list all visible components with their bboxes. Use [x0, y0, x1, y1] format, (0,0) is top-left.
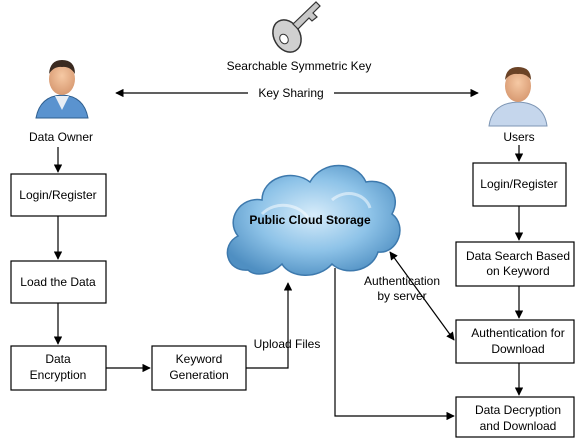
users-icon — [488, 67, 548, 127]
user-login-box — [472, 162, 567, 207]
auth-download-box — [455, 319, 575, 364]
decrypt-download-box — [455, 396, 575, 438]
data-encryption-box — [10, 345, 107, 391]
data-owner-label: Data Owner — [29, 130, 93, 144]
decrypt-download-label-1: Data Decryption — [475, 403, 561, 417]
data-encryption-label-1: Data — [45, 352, 71, 366]
data-search-box — [455, 241, 575, 287]
auth-by-server-label-1: Authentication — [364, 274, 440, 288]
data-search-label-2: on Keyword — [486, 264, 549, 278]
decrypt-download-label-2: and Download — [480, 419, 557, 433]
keyword-generation-box — [151, 345, 247, 391]
upload-files-arrow — [246, 282, 293, 369]
data-owner-icon — [35, 60, 89, 119]
cloud-icon — [226, 164, 401, 276]
auth-by-server-label-2: by server — [377, 289, 426, 303]
keyword-generation-label-2: Generation — [169, 368, 228, 382]
load-data-label: Load the Data — [20, 275, 96, 289]
key-icon — [272, 1, 321, 53]
auth-download-label-1: Authentication for — [471, 326, 564, 340]
cloud-label: Public Cloud Storage — [249, 213, 371, 227]
owner-login-label: Login/Register — [19, 188, 96, 202]
key-label: Searchable Symmetric Key — [227, 59, 372, 73]
auth-by-server-arrow — [389, 251, 455, 341]
data-search-label-1: Data Search Based — [466, 249, 570, 263]
cloud-to-decrypt-arrow — [334, 268, 455, 421]
users-label: Users — [503, 130, 534, 144]
load-data-box — [10, 260, 107, 304]
upload-files-label: Upload Files — [254, 337, 321, 351]
key-sharing-label: Key Sharing — [258, 86, 323, 100]
keyword-generation-label-1: Keyword — [176, 352, 223, 366]
user-login-label: Login/Register — [480, 177, 557, 191]
auth-download-label-2: Download — [491, 342, 544, 356]
data-encryption-label-2: Encryption — [30, 368, 87, 382]
owner-login-box — [10, 173, 107, 217]
